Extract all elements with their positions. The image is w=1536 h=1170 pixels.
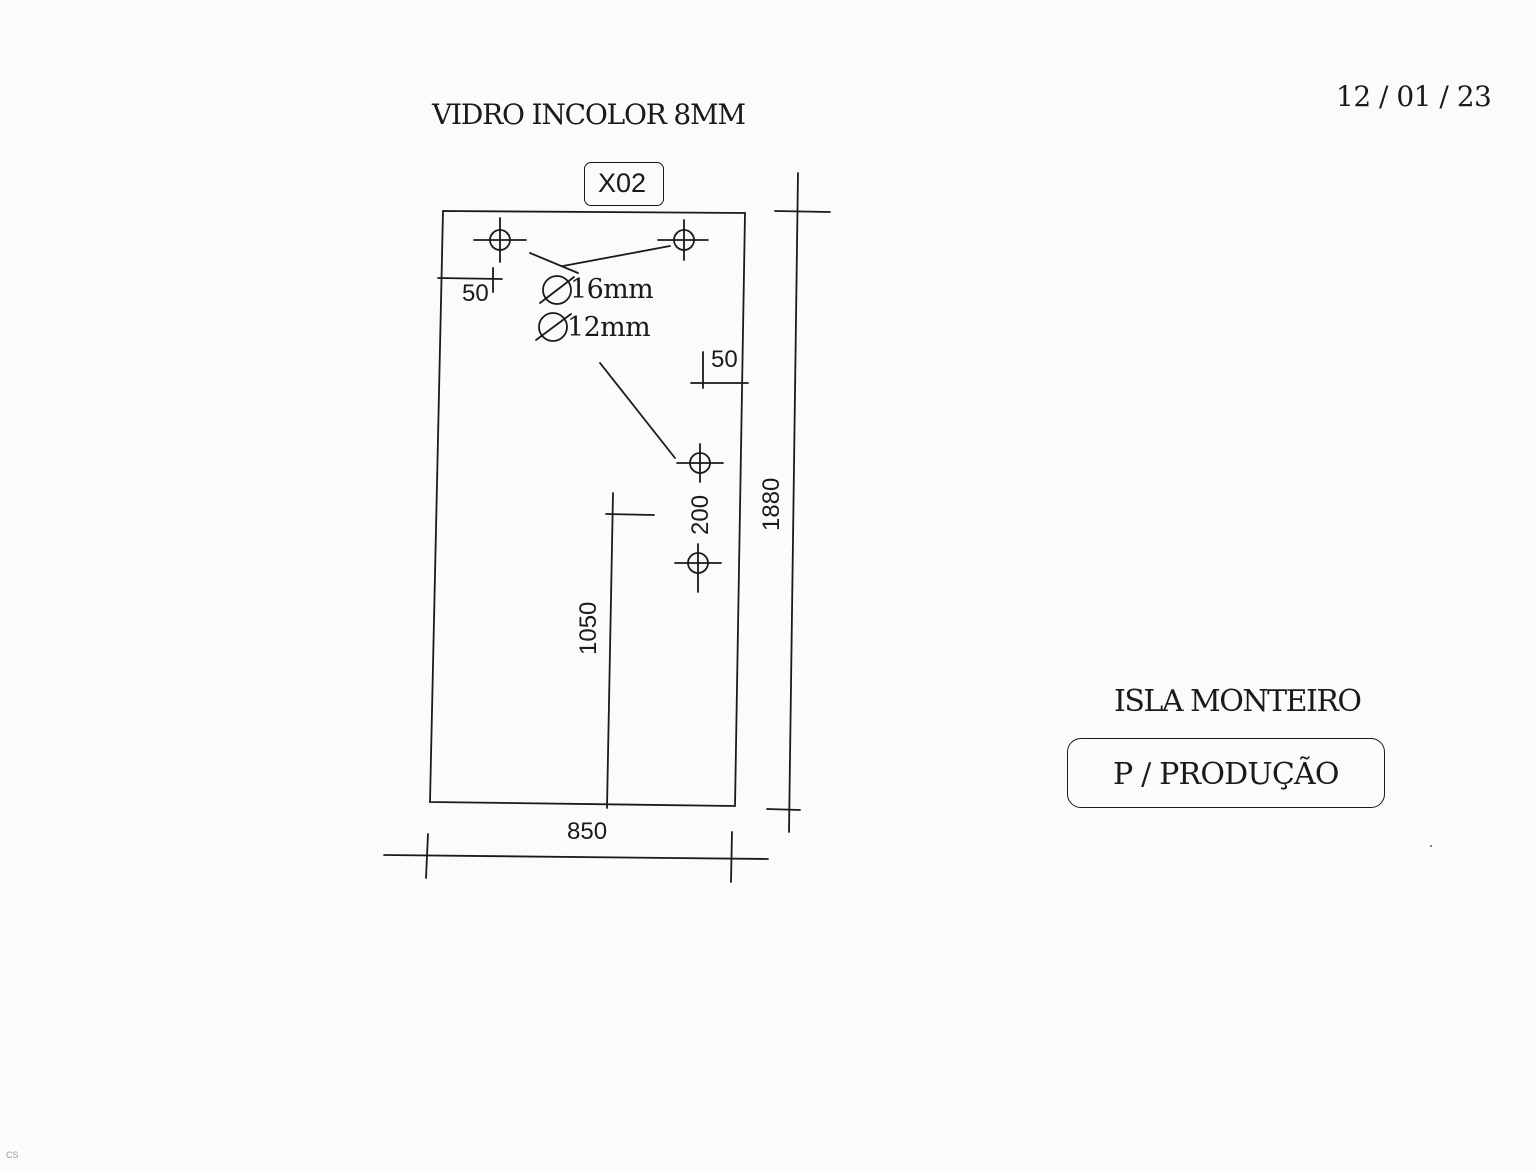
dim-tick: [774, 210, 831, 213]
client-name: ISLA MONTEIRO: [1114, 684, 1362, 719]
production-stamp-box: [1067, 738, 1385, 808]
hole-diameter-small: 12mm: [567, 312, 651, 343]
leader-line: [529, 252, 579, 274]
dim-line-height: [788, 172, 799, 833]
scanner-watermark: CS: [6, 1150, 19, 1160]
hole-marker-middle: [676, 443, 724, 483]
hole-marker-top-right: [657, 219, 709, 261]
piece-id-box: [584, 162, 664, 206]
leader-line: [599, 362, 676, 459]
dim-tick: [605, 513, 655, 516]
dim-line-width: [383, 854, 769, 860]
dim-height: 1880: [758, 477, 785, 531]
dim-top-offset: 50: [462, 280, 489, 307]
hole-marker-lower: [674, 543, 722, 593]
dim-tick: [766, 808, 801, 811]
dim-tick: [730, 831, 733, 883]
leader-line: [562, 245, 671, 267]
drawing-date: 12 / 01 / 23: [1336, 80, 1492, 113]
dim-hole-spacing: 200: [687, 494, 714, 535]
drawing-title: VIDRO INCOLOR 8MM: [432, 98, 746, 131]
speck: [1430, 845, 1432, 847]
diameter-symbol-12: [535, 312, 572, 342]
diameter-symbol-16: [539, 275, 575, 305]
hole-diameter-large: 16mm: [570, 274, 654, 305]
dim-handle-height: 1050: [575, 601, 602, 655]
dim-tick: [437, 277, 503, 280]
hole-marker-top-left: [473, 217, 527, 263]
dim-width: 850: [567, 818, 608, 845]
glass-panel-outline: [429, 210, 746, 807]
dim-right-offset: 50: [711, 346, 738, 373]
piece-id: X02: [598, 168, 647, 198]
production-stamp: P / PRODUÇÃO: [1113, 757, 1339, 792]
dim-line-1050: [606, 492, 614, 809]
dim-tick: [425, 833, 429, 879]
